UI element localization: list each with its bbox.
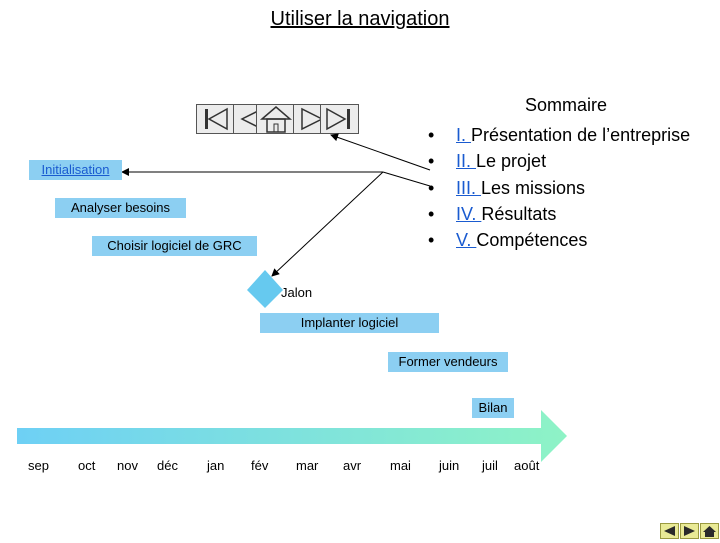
last-slide-button[interactable]	[320, 104, 359, 134]
month-label: juin	[439, 458, 460, 473]
task-label: Analyser besoins	[71, 200, 170, 215]
toc-item-5[interactable]: • V. Compétences	[428, 230, 587, 251]
home-button[interactable]	[256, 104, 296, 134]
forward-icon	[684, 526, 695, 536]
task-label: Bilan	[478, 400, 508, 415]
toc-link[interactable]: I.	[456, 125, 472, 145]
toc-label: Compétences	[476, 230, 588, 250]
toc-label: Les missions	[481, 178, 586, 198]
toc-item-1[interactable]: • I. Présentation de l’entreprise	[428, 125, 690, 146]
toc-label: Résultats	[481, 204, 557, 224]
toc-item-3[interactable]: • III. Les missions	[428, 178, 585, 199]
toc-link[interactable]: IV.	[456, 204, 482, 224]
bullet: •	[428, 151, 435, 171]
arrow-to-nav-bar	[330, 133, 431, 171]
toc-label: Le projet	[476, 151, 547, 171]
month-label: nov	[117, 458, 138, 473]
back-icon	[664, 526, 675, 536]
toc-link[interactable]: III.	[456, 178, 482, 198]
task-former-vendeurs: Former vendeurs	[388, 352, 508, 372]
month-label: avr	[343, 458, 362, 473]
bullet: •	[428, 204, 435, 224]
toc-item-4[interactable]: • IV. Résultats	[428, 204, 556, 225]
task-implanter-logiciel: Implanter logiciel	[260, 313, 439, 333]
home-icon	[703, 526, 716, 537]
month-label: déc	[157, 458, 178, 473]
milestone-diamond	[247, 270, 283, 308]
month-label: sep	[28, 458, 49, 473]
task-label: Choisir logiciel de GRC	[107, 238, 242, 253]
month-label: jan	[207, 458, 225, 473]
bullet: •	[428, 230, 435, 250]
home-icon	[259, 106, 293, 133]
first-icon	[205, 107, 228, 131]
task-analyser-besoins: Analyser besoins	[55, 198, 186, 218]
timeline-arrow	[17, 410, 567, 462]
next-icon	[301, 107, 324, 131]
toc-label: Présentation de l’entreprise	[471, 125, 691, 145]
arrow-branch	[382, 171, 431, 187]
toc-link[interactable]: V.	[456, 230, 477, 250]
task-bilan: Bilan	[472, 398, 514, 418]
page-title: Utiliser la navigation	[270, 8, 450, 30]
month-label: fév	[251, 458, 269, 473]
task-initialisation-label[interactable]: Initialisation	[41, 162, 110, 177]
task-choisir-logiciel: Choisir logiciel de GRC	[92, 236, 257, 256]
month-label: mar	[296, 458, 319, 473]
bullet: •	[428, 178, 435, 198]
month-label: août	[514, 458, 540, 473]
bullet: •	[428, 125, 435, 145]
footer-back-button[interactable]	[660, 523, 679, 539]
month-label: mai	[390, 458, 411, 473]
month-label: oct	[78, 458, 96, 473]
task-label: Former vendeurs	[398, 354, 498, 369]
footer-forward-button[interactable]	[680, 523, 699, 539]
month-label: juil	[482, 458, 498, 473]
footer-home-button[interactable]	[700, 523, 719, 539]
sommaire-heading: Sommaire	[525, 95, 608, 115]
toc-item-2[interactable]: • II. Le projet	[428, 151, 546, 172]
task-initialisation[interactable]: Initialisation	[29, 160, 122, 180]
toc-link[interactable]: II.	[456, 151, 477, 171]
milestone-label: Jalon	[281, 285, 313, 300]
arrow-to-jalon	[271, 171, 384, 277]
task-label: Implanter logiciel	[300, 315, 399, 330]
last-icon	[326, 107, 350, 131]
